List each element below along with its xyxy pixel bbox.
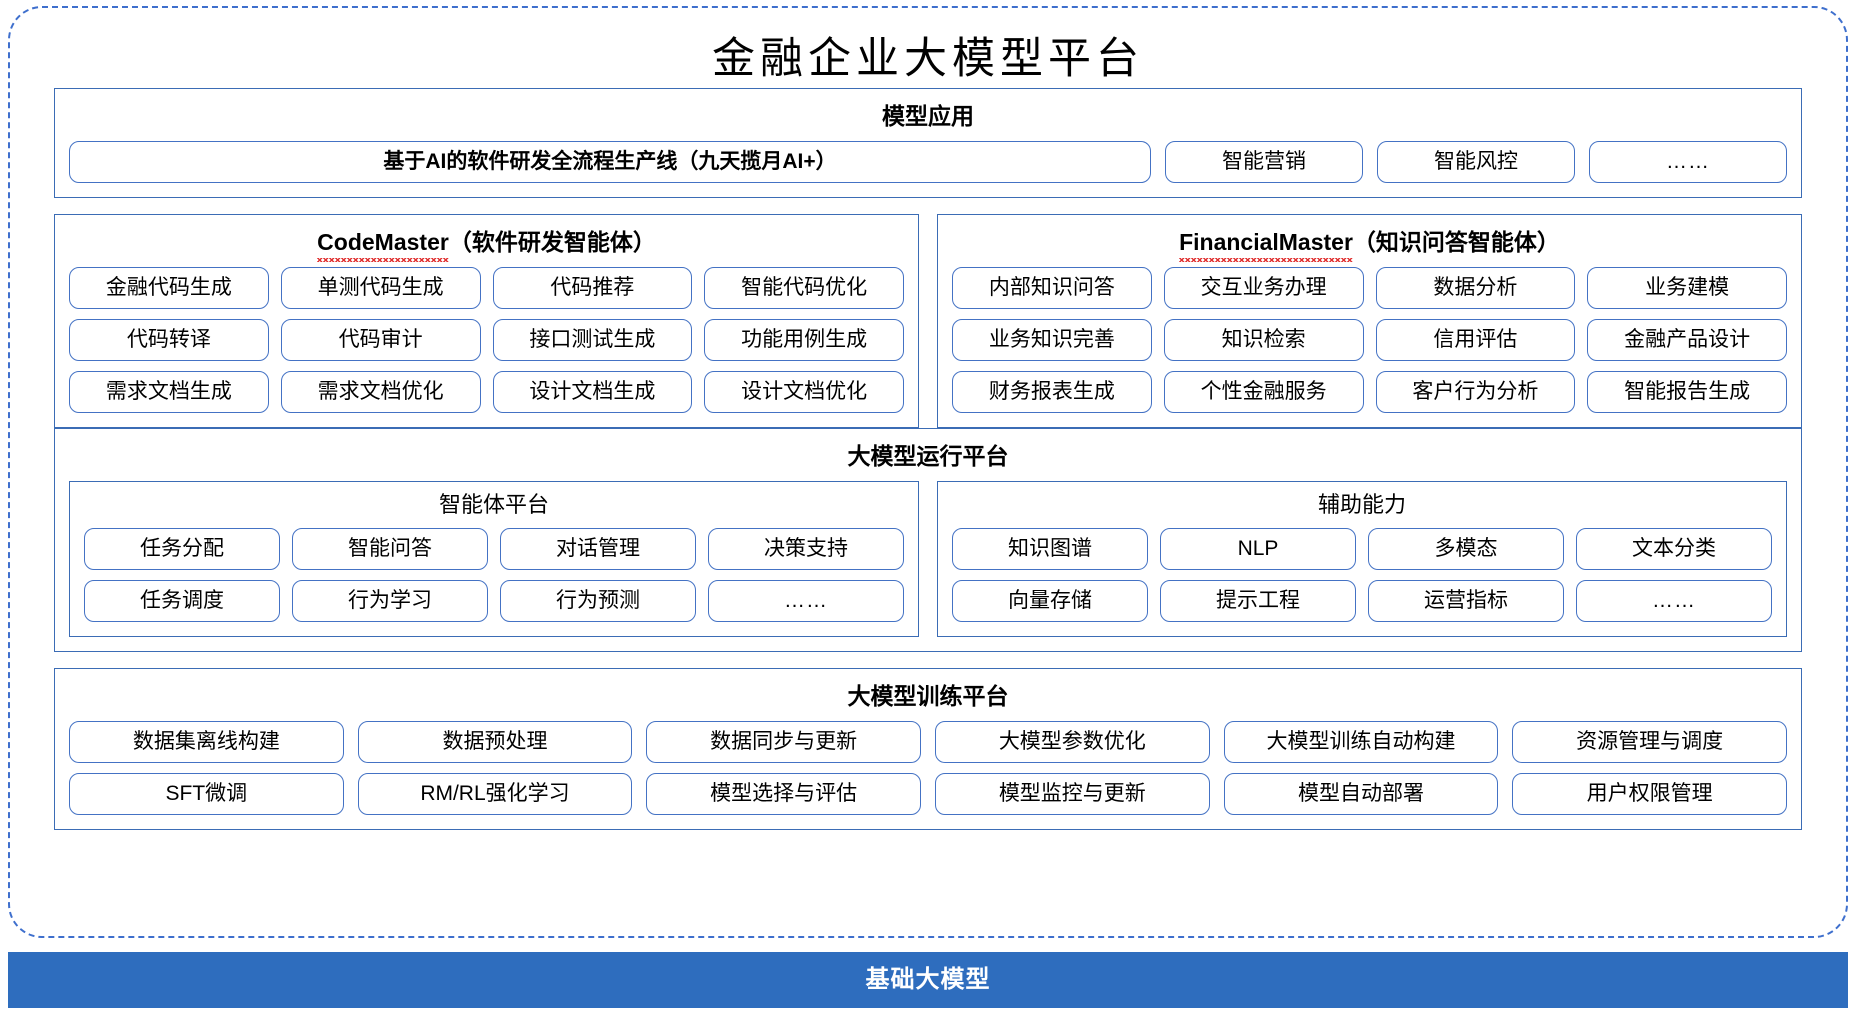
panel-code-master: CodeMaster（软件研发智能体） 金融代码生成 单测代码生成 代码推荐 智…: [54, 214, 919, 428]
app-item-smart-marketing[interactable]: 智能营销: [1165, 141, 1363, 183]
training-item[interactable]: 数据集离线构建: [69, 721, 344, 763]
agent-platform-item[interactable]: 智能问答: [292, 528, 488, 570]
financial-master-item[interactable]: 金融产品设计: [1587, 319, 1787, 361]
financial-master-item[interactable]: 客户行为分析: [1375, 371, 1576, 413]
training-platform-items: 数据集离线构建 数据预处理 数据同步与更新 大模型参数优化 大模型训练自动构建 …: [69, 721, 1787, 815]
training-item[interactable]: RM/RL强化学习: [357, 773, 633, 815]
code-master-item[interactable]: 金融代码生成: [69, 267, 269, 309]
code-master-cn-name: （软件研发智能体）: [448, 229, 656, 255]
training-item[interactable]: 大模型训练自动构建: [1223, 721, 1499, 763]
financial-master-item[interactable]: 信用评估: [1375, 319, 1576, 361]
code-master-item[interactable]: 需求文档优化: [280, 371, 481, 413]
financial-master-item[interactable]: 业务建模: [1587, 267, 1787, 309]
code-master-item[interactable]: 代码推荐: [492, 267, 693, 309]
training-item[interactable]: SFT微调: [69, 773, 344, 815]
auxiliary-item[interactable]: NLP: [1160, 528, 1356, 570]
code-master-item[interactable]: 智能代码优化: [704, 267, 904, 309]
app-item-ai-pipeline[interactable]: 基于AI的软件研发全流程生产线（九天揽月AI+）: [69, 141, 1151, 183]
financial-master-item[interactable]: 个性金融服务: [1163, 371, 1364, 413]
code-master-item[interactable]: 功能用例生成: [704, 319, 904, 361]
auxiliary-item-ellipsis[interactable]: ……: [1576, 580, 1772, 622]
agent-platform-item-ellipsis[interactable]: ……: [708, 580, 904, 622]
agent-platform-item[interactable]: 行为预测: [500, 580, 696, 622]
financial-master-item[interactable]: 业务知识完善: [952, 319, 1152, 361]
panel-financial-master: FinancialMaster（知识问答智能体） 内部知识问答 交互业务办理 数…: [937, 214, 1802, 428]
agent-platform-item[interactable]: 任务分配: [84, 528, 280, 570]
panel-model-application: 模型应用 基于AI的软件研发全流程生产线（九天揽月AI+） 智能营销 智能风控 …: [54, 88, 1802, 198]
panel-runtime-platform: 大模型运行平台 智能体平台 任务分配 智能问答 对话管理 决策支持 任务调度 行…: [54, 428, 1802, 652]
sub-title-auxiliary-capability: 辅助能力: [1317, 492, 1406, 517]
panel-title-training-platform: 大模型训练平台: [847, 683, 1009, 709]
financial-master-item[interactable]: 知识检索: [1163, 319, 1364, 361]
code-master-item[interactable]: 设计文档优化: [704, 371, 904, 413]
financial-master-item[interactable]: 数据分析: [1375, 267, 1576, 309]
agent-platform-item[interactable]: 行为学习: [292, 580, 488, 622]
outer-dashed-frame: 金融企业大模型平台 模型应用 基于AI的软件研发全流程生产线（九天揽月AI+） …: [8, 6, 1848, 938]
financial-master-item[interactable]: 交互业务办理: [1163, 267, 1364, 309]
training-item[interactable]: 数据预处理: [357, 721, 633, 763]
auxiliary-capability-items: 知识图谱 NLP 多模态 文本分类 向量存储 提示工程 运营指标 ……: [952, 528, 1772, 622]
runtime-sub-panels: 智能体平台 任务分配 智能问答 对话管理 决策支持 任务调度 行为学习 行为预测…: [69, 481, 1787, 637]
training-item[interactable]: 模型选择与评估: [646, 773, 921, 815]
agent-platform-item[interactable]: 任务调度: [84, 580, 280, 622]
financial-master-cn-name: （知识问答智能体）: [1352, 229, 1560, 255]
code-master-item[interactable]: 代码转译: [69, 319, 269, 361]
auxiliary-item[interactable]: 知识图谱: [952, 528, 1148, 570]
agent-platform-item[interactable]: 对话管理: [500, 528, 696, 570]
sub-title-agent-platform: 智能体平台: [438, 492, 549, 517]
code-master-item[interactable]: 代码审计: [280, 319, 481, 361]
code-master-latin-name: CodeMaster: [317, 225, 449, 262]
app-item-ellipsis[interactable]: ……: [1589, 141, 1787, 183]
financial-master-item[interactable]: 智能报告生成: [1587, 371, 1787, 413]
code-master-item[interactable]: 单测代码生成: [280, 267, 481, 309]
financial-master-item[interactable]: 财务报表生成: [952, 371, 1152, 413]
training-item[interactable]: 模型监控与更新: [934, 773, 1210, 815]
financial-master-item[interactable]: 内部知识问答: [952, 267, 1152, 309]
panel-title-model-application: 模型应用: [882, 103, 974, 129]
sub-panel-agent-platform: 智能体平台 任务分配 智能问答 对话管理 决策支持 任务调度 行为学习 行为预测…: [69, 481, 919, 637]
auxiliary-item[interactable]: 文本分类: [1576, 528, 1772, 570]
sub-panel-auxiliary-capability: 辅助能力 知识图谱 NLP 多模态 文本分类 向量存储 提示工程 运营指标 ……: [937, 481, 1787, 637]
page-title: 金融企业大模型平台: [712, 34, 1144, 84]
panel-title-code-master: CodeMaster（软件研发智能体）: [69, 225, 904, 262]
agents-row: CodeMaster（软件研发智能体） 金融代码生成 单测代码生成 代码推荐 智…: [54, 214, 1802, 428]
financial-master-latin-name: FinancialMaster: [1179, 225, 1353, 262]
agent-platform-item[interactable]: 决策支持: [708, 528, 904, 570]
panel-title-runtime-platform: 大模型运行平台: [847, 443, 1009, 469]
panel-training-platform: 大模型训练平台 数据集离线构建 数据预处理 数据同步与更新 大模型参数优化 大模…: [54, 668, 1802, 830]
agent-platform-items: 任务分配 智能问答 对话管理 决策支持 任务调度 行为学习 行为预测 ……: [84, 528, 904, 622]
code-master-items: 金融代码生成 单测代码生成 代码推荐 智能代码优化 代码转译 代码审计 接口测试…: [69, 267, 904, 413]
auxiliary-item[interactable]: 提示工程: [1160, 580, 1356, 622]
training-item[interactable]: 大模型参数优化: [934, 721, 1210, 763]
financial-master-items: 内部知识问答 交互业务办理 数据分析 业务建模 业务知识完善 知识检索 信用评估…: [952, 267, 1787, 413]
auxiliary-item[interactable]: 向量存储: [952, 580, 1148, 622]
training-item[interactable]: 用户权限管理: [1512, 773, 1787, 815]
training-item[interactable]: 模型自动部署: [1223, 773, 1499, 815]
model-application-items: 基于AI的软件研发全流程生产线（九天揽月AI+） 智能营销 智能风控 ……: [69, 141, 1787, 183]
auxiliary-item[interactable]: 多模态: [1368, 528, 1564, 570]
code-master-item[interactable]: 需求文档生成: [69, 371, 269, 413]
code-master-item[interactable]: 设计文档生成: [492, 371, 693, 413]
panel-title-financial-master: FinancialMaster（知识问答智能体）: [952, 225, 1787, 262]
training-item[interactable]: 资源管理与调度: [1512, 721, 1787, 763]
training-item[interactable]: 数据同步与更新: [646, 721, 921, 763]
foundation-model-bar: 基础大模型: [8, 952, 1848, 1008]
app-item-smart-risk-control[interactable]: 智能风控: [1377, 141, 1575, 183]
code-master-item[interactable]: 接口测试生成: [492, 319, 693, 361]
auxiliary-item[interactable]: 运营指标: [1368, 580, 1564, 622]
